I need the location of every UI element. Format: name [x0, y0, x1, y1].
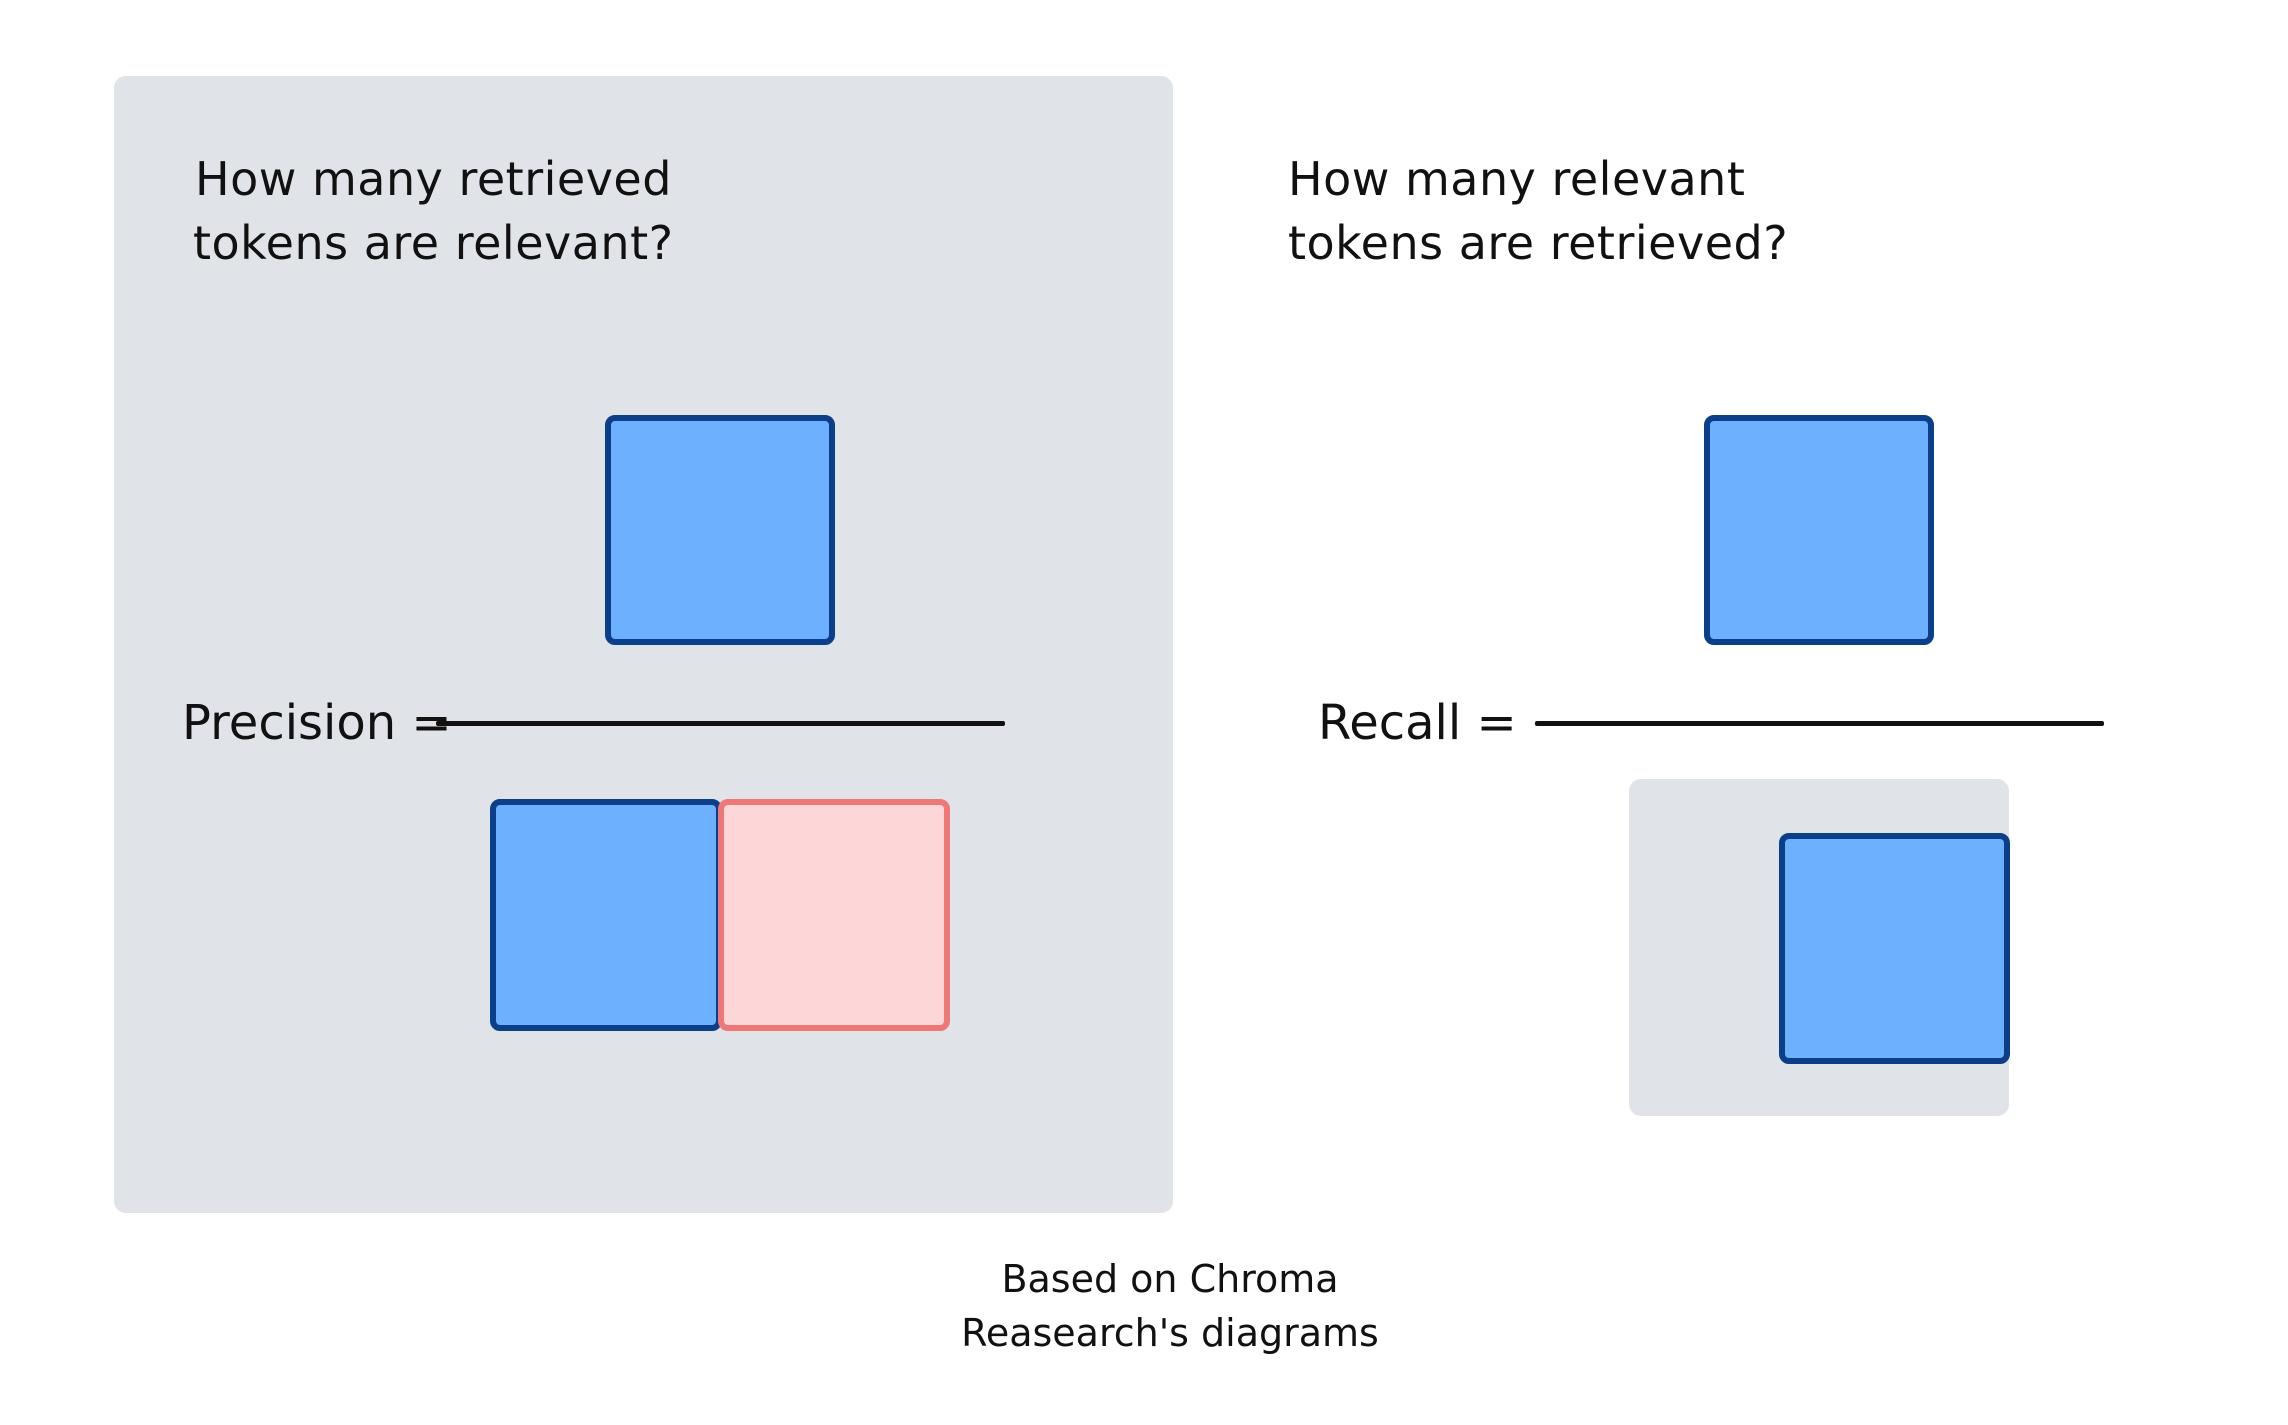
recall-numerator-relevant-token	[1704, 415, 1934, 645]
recall-fraction-line	[1535, 721, 2104, 726]
precision-denominator-irrelevant-token	[718, 799, 950, 1031]
recall-question-line1: How many relevant	[1288, 152, 1746, 206]
recall-denominator-relevant-token	[1779, 833, 2010, 1064]
precision-label: Precision =	[182, 695, 452, 751]
precision-question-line1: How many retrieved	[195, 152, 672, 206]
recall-question-line2: tokens are retrieved?	[1288, 216, 1789, 270]
precision-fraction-line	[436, 721, 1005, 726]
precision-question-line2: tokens are relevant?	[193, 216, 674, 270]
caption-line1: Based on Chroma	[1001, 1257, 1339, 1301]
precision-denominator-relevant-token	[490, 799, 722, 1031]
caption: Based on Chroma Reasearch's diagrams	[900, 1252, 1440, 1360]
recall-label: Recall =	[1318, 695, 1517, 751]
precision-numerator-relevant-token	[605, 415, 835, 645]
caption-line2: Reasearch's diagrams	[961, 1311, 1379, 1355]
